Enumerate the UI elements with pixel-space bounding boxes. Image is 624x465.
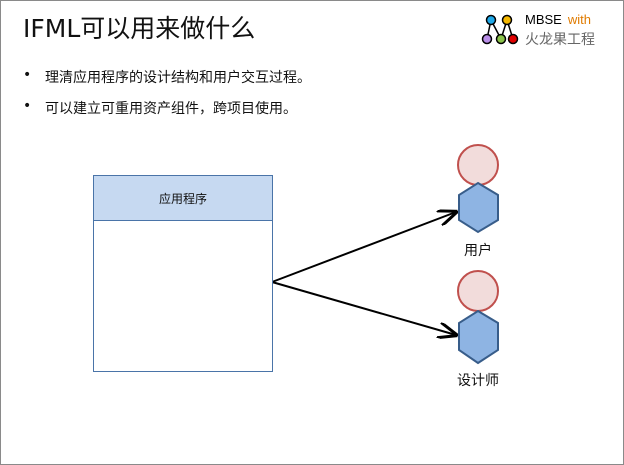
designer-head-icon xyxy=(457,270,499,312)
bullet-text: 理清应用程序的设计结构和用户交互过程。 xyxy=(45,70,311,86)
logo-icon xyxy=(481,14,519,45)
designer-body-icon xyxy=(458,309,499,365)
logo-with: with xyxy=(567,12,591,27)
user-body-icon xyxy=(458,181,499,234)
bullet-list: •理清应用程序的设计结构和用户交互过程。 •可以建立可重用资产组件，跨项目使用。 xyxy=(23,67,311,129)
bullet-item: •可以建立可重用资产组件，跨项目使用。 xyxy=(23,98,311,129)
bullet-text: 可以建立可重用资产组件，跨项目使用。 xyxy=(45,101,297,117)
user-label: 用户 xyxy=(464,243,492,259)
logo-mbse: MBSE xyxy=(525,12,562,27)
arrow-to-designer xyxy=(271,281,456,335)
arrow-to-user xyxy=(271,212,456,283)
logo-subtitle: 火龙果工程 xyxy=(525,32,595,48)
application-box-header: 应用程序 xyxy=(93,175,273,221)
logo-text: MBSE with xyxy=(525,12,591,27)
user-head-icon xyxy=(457,144,499,186)
designer-label: 设计师 xyxy=(457,373,499,389)
application-box-body xyxy=(93,220,273,372)
bullet-item: •理清应用程序的设计结构和用户交互过程。 xyxy=(23,67,311,98)
page-title: IFML可以用来做什么 xyxy=(23,14,256,43)
